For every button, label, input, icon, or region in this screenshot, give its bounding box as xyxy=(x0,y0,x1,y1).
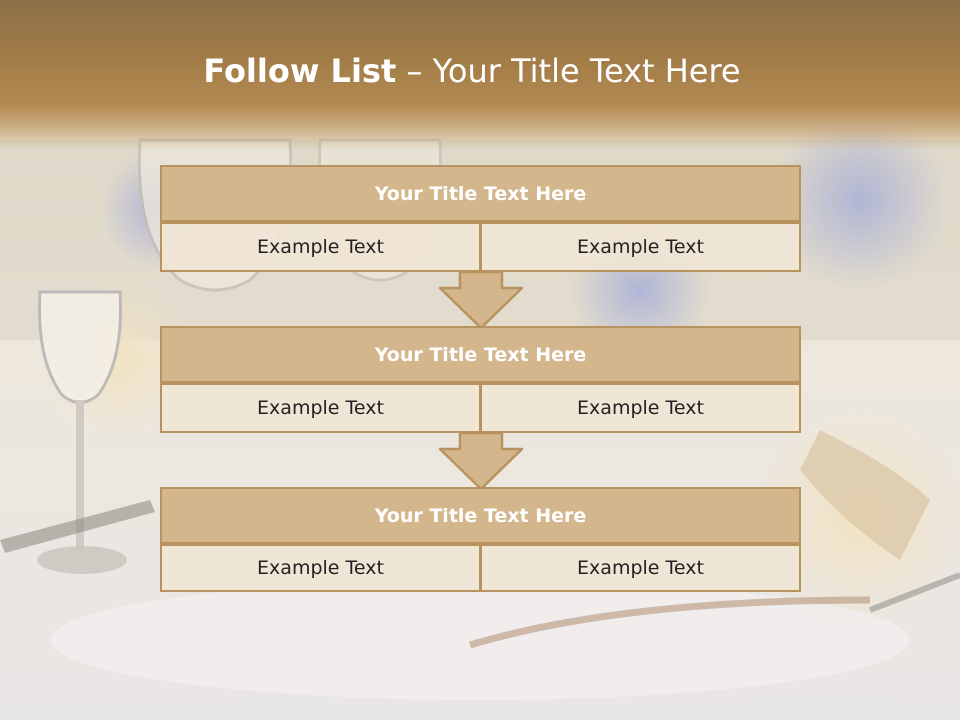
step-cell-left: Example Text xyxy=(160,222,481,272)
down-arrow-icon xyxy=(438,270,524,330)
title-rest: – Your Title Text Here xyxy=(396,52,741,90)
step-title: Your Title Text Here xyxy=(160,487,801,544)
step-cell-left: Example Text xyxy=(160,544,481,592)
step-cell-left: Example Text xyxy=(160,383,481,433)
slide-title: Follow List – Your Title Text Here xyxy=(0,52,944,90)
title-bold: Follow List xyxy=(203,52,397,90)
step-cell-right: Example Text xyxy=(480,383,801,433)
step-block-1: Your Title Text Here Example Text Exampl… xyxy=(160,165,801,272)
step-block-2: Your Title Text Here Example Text Exampl… xyxy=(160,326,801,433)
header-band xyxy=(0,0,960,150)
step-cell-right: Example Text xyxy=(480,544,801,592)
step-block-3: Your Title Text Here Example Text Exampl… xyxy=(160,487,801,592)
step-title: Your Title Text Here xyxy=(160,165,801,222)
step-title: Your Title Text Here xyxy=(160,326,801,383)
step-cell-right: Example Text xyxy=(480,222,801,272)
down-arrow-icon xyxy=(438,431,524,491)
